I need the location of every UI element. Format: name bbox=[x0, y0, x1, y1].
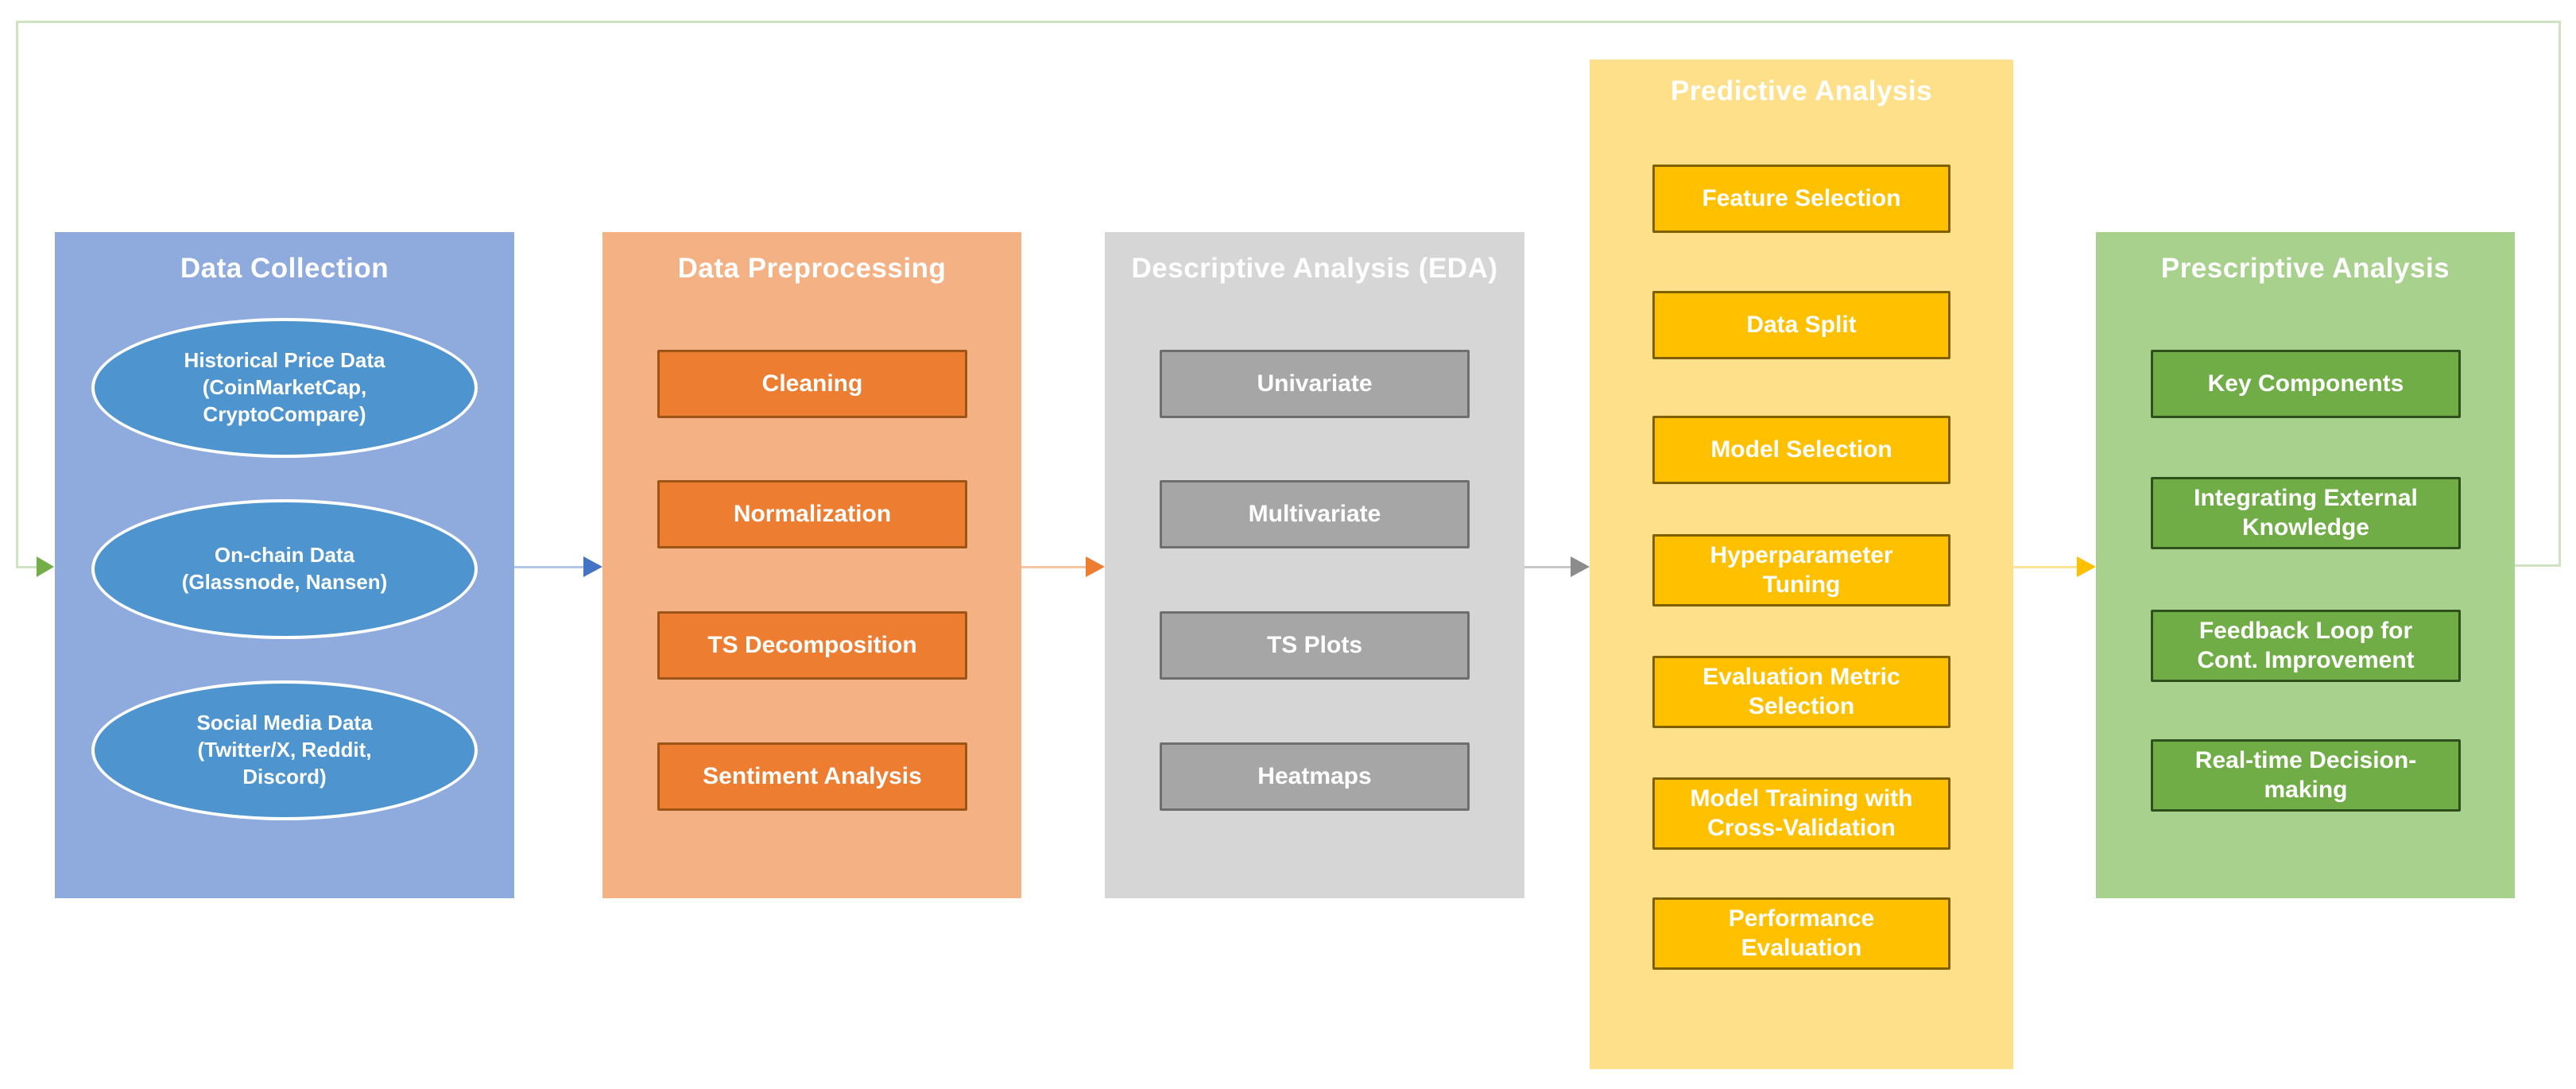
arrowhead-icon bbox=[2077, 556, 2096, 577]
node-label: Performance Evaluation bbox=[1728, 905, 1875, 961]
node-model-training-with-cross-validation: Model Training with Cross-Validation bbox=[1652, 777, 1950, 851]
stage-panel-predictive-analysis: Predictive Analysis Feature Selection Da… bbox=[1590, 60, 2013, 1069]
node-label: Key Components bbox=[2207, 370, 2404, 397]
node-model-selection: Model Selection bbox=[1652, 416, 1950, 484]
node-label: On-chain Data (Glassnode, Nansen) bbox=[181, 543, 388, 594]
stage-panel-descriptive-analysis: Descriptive Analysis (EDA) Univariate Mu… bbox=[1105, 232, 1524, 898]
node-label: Feature Selection bbox=[1702, 184, 1901, 211]
node-label: Model Training with Cross-Validation bbox=[1690, 785, 1913, 841]
node-feedback-loop-for-cont-improvement: Feedback Loop for Cont. Improvement bbox=[2151, 610, 2461, 683]
node-key-components: Key Components bbox=[2151, 350, 2461, 418]
node-univariate: Univariate bbox=[1160, 350, 1470, 418]
arrow-line bbox=[1021, 565, 1086, 568]
node-label: Real-time Decision- making bbox=[2194, 747, 2417, 803]
node-label: Historical Price Data (CoinMarketCap, Cr… bbox=[184, 348, 385, 426]
arrowhead-icon bbox=[1571, 556, 1590, 577]
node-label: Hyperparameter Tuning bbox=[1710, 542, 1893, 598]
node-label: Data Split bbox=[1746, 311, 1857, 338]
node-integrating-external-knowledge: Integrating External Knowledge bbox=[2151, 477, 2461, 550]
node-label: Univariate bbox=[1257, 370, 1373, 397]
node-label: Normalization bbox=[733, 500, 892, 527]
node-label: Integrating External Knowledge bbox=[2194, 485, 2418, 541]
node-normalization: Normalization bbox=[657, 480, 967, 548]
stage-panel-prescriptive-analysis: Prescriptive Analysis Key Components Int… bbox=[2096, 232, 2515, 898]
node-multivariate: Multivariate bbox=[1160, 480, 1470, 548]
node-ts-plots: TS Plots bbox=[1160, 611, 1470, 680]
node-feature-selection: Feature Selection bbox=[1652, 165, 1950, 233]
node-label: Heatmaps bbox=[1257, 762, 1372, 789]
feedback-loop-arrowhead-icon bbox=[37, 556, 54, 577]
node-label: Model Selection bbox=[1710, 436, 1892, 463]
arrow-line bbox=[1524, 565, 1571, 568]
stage-title: Descriptive Analysis (EDA) bbox=[1131, 253, 1498, 284]
node-historical-price-data: Historical Price Data (CoinMarketCap, Cr… bbox=[91, 318, 478, 458]
feedback-loop-line-top bbox=[16, 21, 2561, 23]
arrow-line bbox=[514, 565, 583, 568]
arrow-data-preprocessing-to-descriptive-analysis bbox=[1021, 556, 1105, 578]
node-real-time-decision-making: Real-time Decision- making bbox=[2151, 739, 2461, 812]
node-label: Social Media Data (Twitter/X, Reddit, Di… bbox=[196, 711, 373, 789]
stage-title: Predictive Analysis bbox=[1670, 76, 1933, 107]
node-data-split: Data Split bbox=[1652, 291, 1950, 359]
arrow-descriptive-analysis-to-predictive-analysis bbox=[1524, 556, 1590, 578]
arrowhead-icon bbox=[1086, 556, 1105, 577]
node-on-chain-data: On-chain Data (Glassnode, Nansen) bbox=[91, 499, 478, 639]
arrowhead-icon bbox=[583, 556, 602, 577]
node-heatmaps: Heatmaps bbox=[1160, 742, 1470, 811]
arrow-line bbox=[2013, 565, 2077, 568]
node-label: TS Plots bbox=[1266, 631, 1362, 658]
stage-title: Data Collection bbox=[180, 253, 389, 284]
arrow-data-collection-to-data-preprocessing bbox=[514, 556, 602, 578]
node-performance-evaluation: Performance Evaluation bbox=[1652, 897, 1950, 971]
stage-panel-data-preprocessing: Data Preprocessing Cleaning Normalizatio… bbox=[602, 232, 1021, 898]
arrow-predictive-analysis-to-prescriptive-analysis bbox=[2013, 556, 2096, 578]
node-evaluation-metric-selection: Evaluation Metric Selection bbox=[1652, 656, 1950, 729]
feedback-loop-stub-right bbox=[2515, 564, 2561, 567]
node-ts-decomposition: TS Decomposition bbox=[657, 611, 967, 680]
node-label: Cleaning bbox=[761, 370, 863, 397]
stage-title: Prescriptive Analysis bbox=[2160, 253, 2450, 284]
node-label: Evaluation Metric Selection bbox=[1702, 664, 1900, 719]
stage-title: Data Preprocessing bbox=[677, 253, 947, 284]
node-label: Multivariate bbox=[1248, 500, 1381, 527]
node-label: Sentiment Analysis bbox=[703, 762, 922, 789]
node-label: TS Decomposition bbox=[707, 631, 917, 658]
node-sentiment-analysis: Sentiment Analysis bbox=[657, 742, 967, 811]
node-label: Feedback Loop for Cont. Improvement bbox=[2197, 618, 2415, 673]
node-cleaning: Cleaning bbox=[657, 350, 967, 418]
node-hyperparameter-tuning: Hyperparameter Tuning bbox=[1652, 534, 1950, 607]
feedback-loop-stub-left bbox=[16, 566, 40, 568]
node-social-media-data: Social Media Data (Twitter/X, Reddit, Di… bbox=[91, 680, 478, 820]
feedback-loop-line-left bbox=[16, 21, 18, 568]
stage-panel-data-collection: Data Collection Historical Price Data (C… bbox=[55, 232, 514, 898]
feedback-loop-line-right bbox=[2559, 21, 2561, 567]
